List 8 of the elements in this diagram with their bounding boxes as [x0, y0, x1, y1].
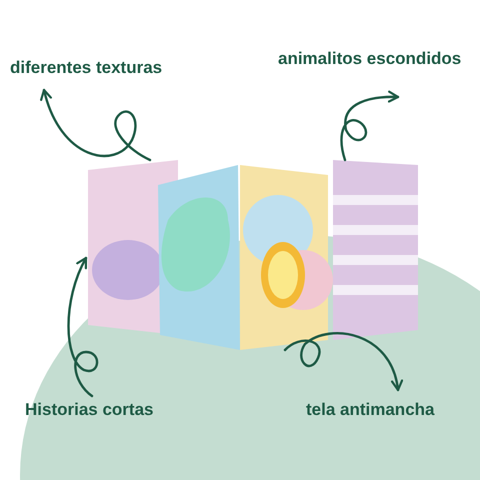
callout-label: tela antimancha — [306, 400, 434, 420]
callout-label: diferentes texturas — [10, 58, 162, 78]
curly-arrow — [284, 332, 402, 392]
callout-label: Historias cortas — [25, 400, 154, 420]
curly-arrow — [340, 90, 400, 162]
curly-arrow — [40, 88, 152, 162]
curly-arrow — [67, 256, 98, 398]
callout-label: animalitos escondidos — [278, 49, 462, 69]
